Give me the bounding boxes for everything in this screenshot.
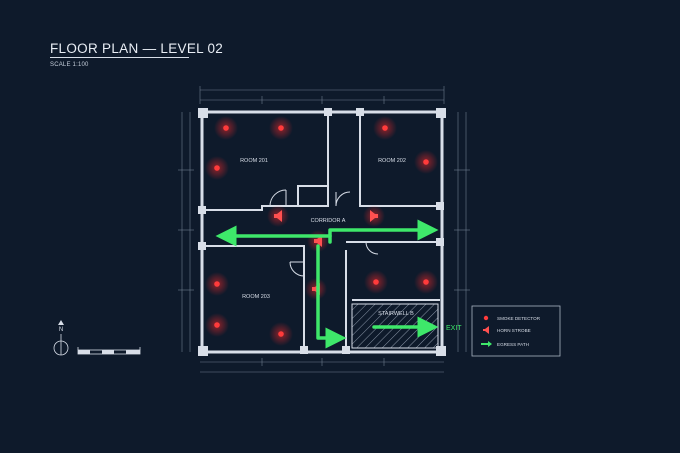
smoke-detector-icon [205, 156, 229, 180]
smoke-detector-icon [205, 272, 229, 296]
legend-strobe-label: HORN STROBE [497, 328, 531, 333]
smoke-detector-icon [269, 322, 293, 346]
wall-pillars [198, 108, 446, 356]
egress-paths [215, 219, 439, 349]
room-label-201: ROOM 201 [240, 158, 268, 164]
room-label-202: ROOM 202 [378, 158, 406, 164]
exit-label: EXIT [446, 325, 462, 332]
legend: SMOKE DETECTOR HORN STROBE EGRESS PATH [471, 305, 561, 357]
walls [200, 110, 444, 354]
corridor-label: CORRIDOR A [311, 218, 346, 224]
smoke-detector-icon [414, 150, 438, 174]
smoke-detector-icon [214, 116, 238, 140]
room-label-203: ROOM 203 [242, 294, 270, 300]
title-underline [50, 57, 189, 58]
smoke-detector-icon [205, 313, 229, 337]
horn-strobe-icon [305, 278, 327, 300]
smoke-detector-icon [414, 270, 438, 294]
north-arrow-icon: N [53, 320, 69, 356]
north-label: N [59, 327, 63, 333]
horn-strobe-icon [267, 205, 289, 227]
smoke-detector-icon [364, 270, 388, 294]
scale-label: SCALE 1:100 [50, 62, 89, 68]
stairwell-label: STAIRWELL B [378, 311, 414, 317]
smoke-detector-icon [269, 116, 293, 140]
smoke-detectors [205, 116, 438, 346]
legend-egress-label: EGRESS PATH [497, 342, 529, 347]
legend-strobe-icon [483, 326, 489, 334]
door-swings [269, 189, 379, 277]
legend-smoke-label: SMOKE DETECTOR [497, 316, 541, 321]
page-title: FLOOR PLAN — LEVEL 02 [50, 41, 224, 56]
legend-box [471, 305, 561, 357]
legend-smoke-icon [483, 315, 489, 321]
egress-arrow [328, 219, 439, 244]
smoke-detector-icon [373, 116, 397, 140]
horn-strobe-icon [363, 205, 385, 227]
scale-bar [77, 347, 141, 355]
legend-egress-icon [481, 341, 492, 347]
dimension-lines [178, 86, 470, 373]
egress-arrow [316, 244, 347, 349]
